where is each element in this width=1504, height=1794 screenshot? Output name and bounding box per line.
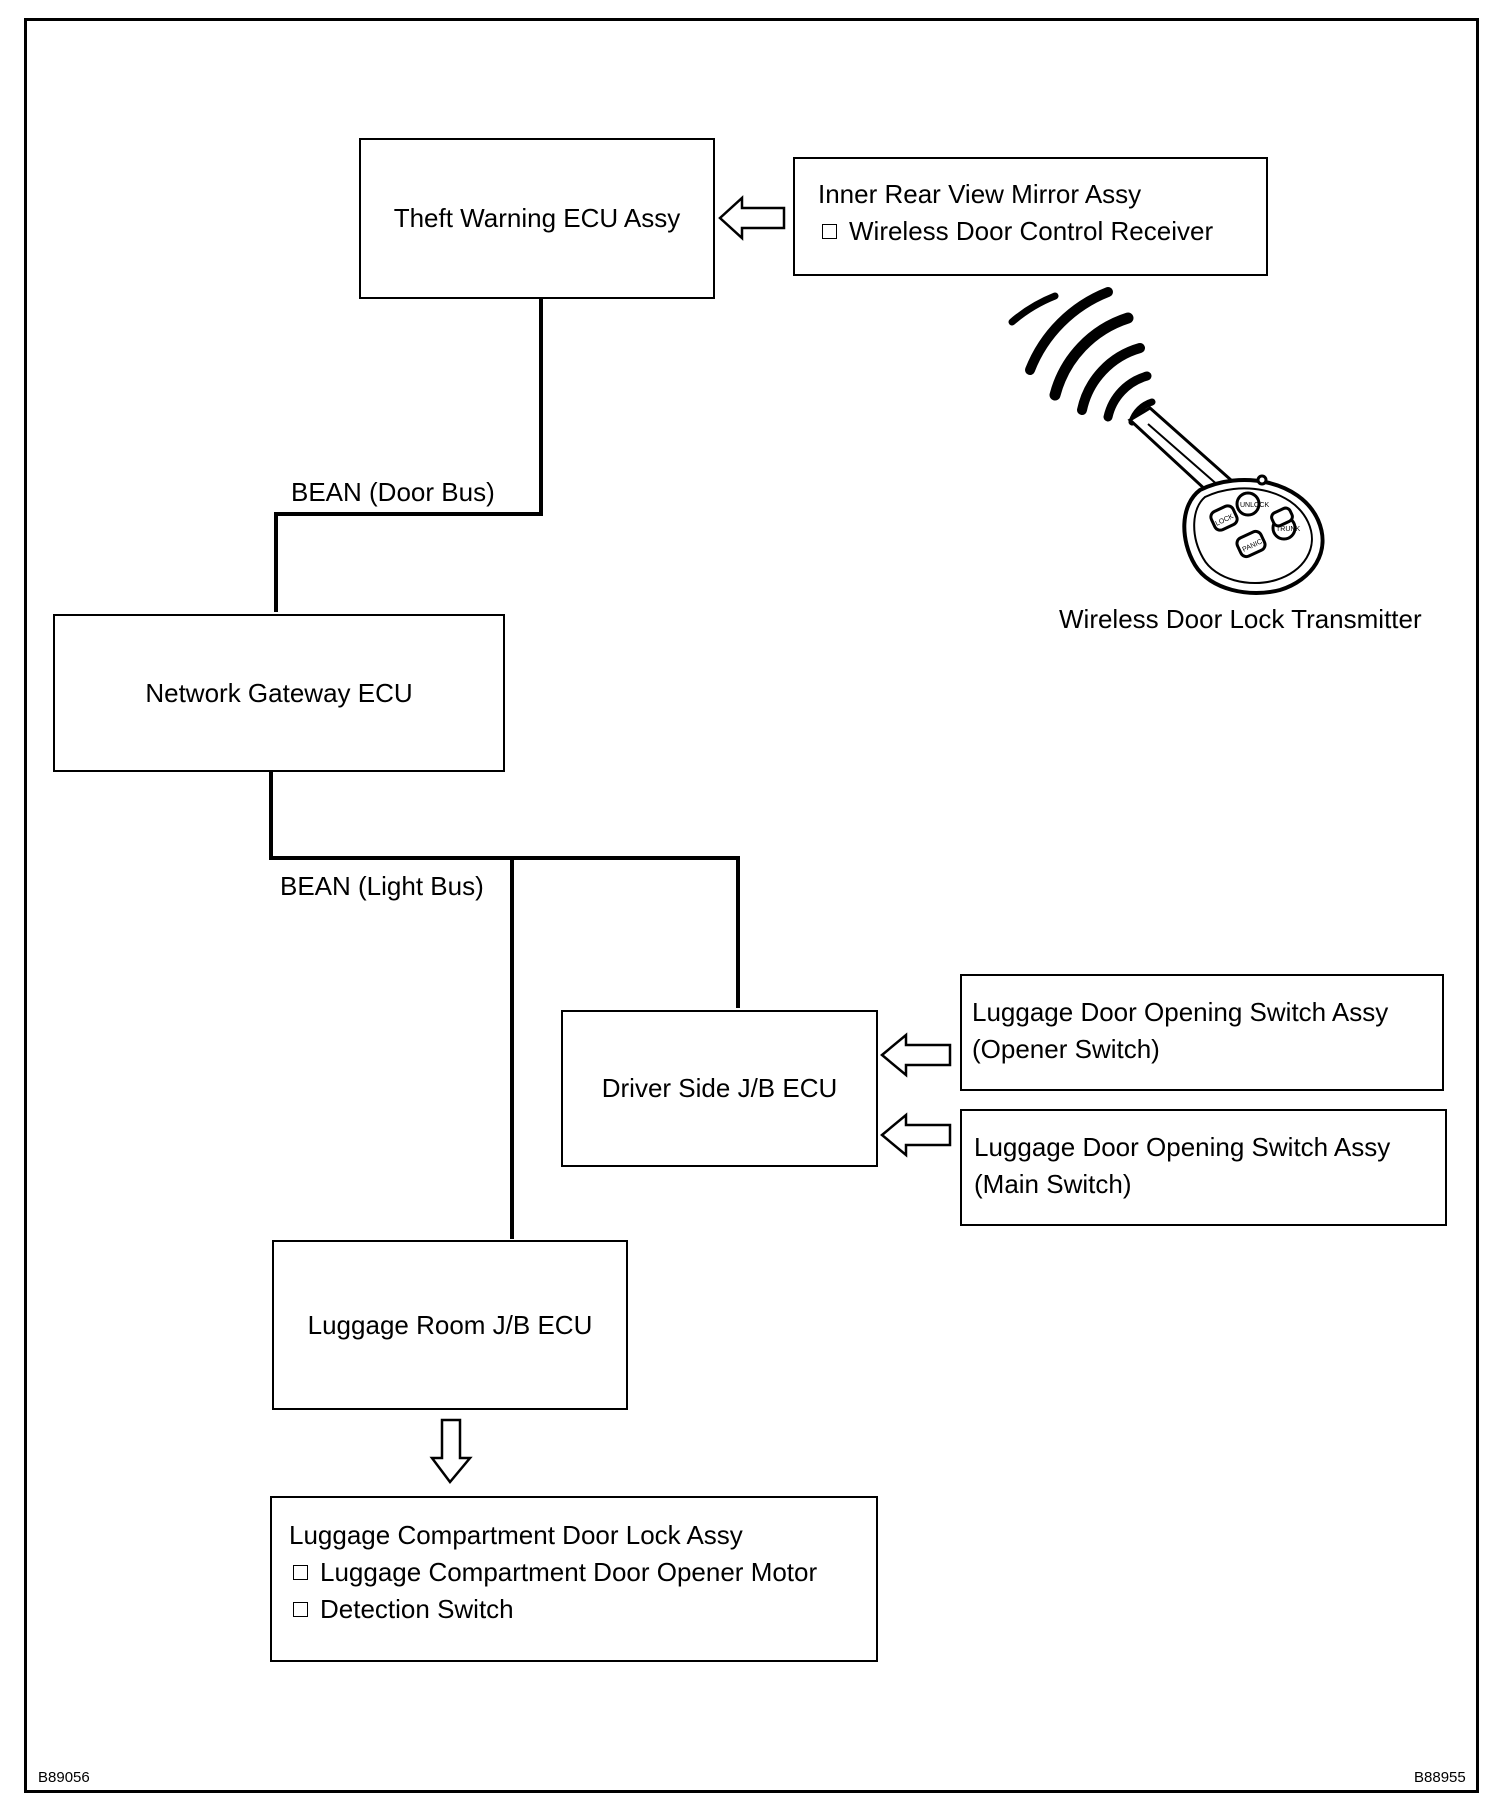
inner-mirror-item: Wireless Door Control Receiver xyxy=(818,213,1266,250)
transmitter-label: Wireless Door Lock Transmitter xyxy=(1059,604,1422,634)
figure-code-right: B88955 xyxy=(1414,1769,1466,1786)
arrow-opener-switch-to-jb-ecu xyxy=(880,1032,952,1078)
luggage-room-jb-ecu-box: Luggage Room J/B ECU xyxy=(272,1240,628,1410)
key-fob-icon xyxy=(1127,406,1325,595)
arrow-main-switch-to-jb-ecu xyxy=(880,1112,952,1158)
light-bus-label: BEAN (Light Bus) xyxy=(280,871,484,901)
theft-warning-ecu-box: Theft Warning ECU Assy xyxy=(359,138,715,299)
door-bus-wire xyxy=(274,296,543,612)
diagram-frame xyxy=(24,18,1479,1793)
network-gateway-ecu-label: Network Gateway ECU xyxy=(145,677,413,708)
opener-switch-line2: (Opener Switch) xyxy=(972,1034,1160,1064)
door-lock-assy-item: Luggage Compartment Door Opener Motor xyxy=(289,1554,876,1591)
wireless-waves-icon xyxy=(1008,287,1156,426)
checkbox-bullet-icon xyxy=(293,1565,308,1580)
opener-switch-box: Luggage Door Opening Switch Assy (Opener… xyxy=(960,974,1444,1091)
door-lock-assy-title: Luggage Compartment Door Lock Assy xyxy=(289,1520,743,1550)
door-bus-label: BEAN (Door Bus) xyxy=(291,477,495,507)
door-lock-assy-item: Detection Switch xyxy=(289,1591,876,1628)
main-switch-box: Luggage Door Opening Switch Assy (Main S… xyxy=(960,1109,1447,1226)
inner-mirror-item-label: Wireless Door Control Receiver xyxy=(849,216,1214,246)
driver-side-jb-ecu-box: Driver Side J/B ECU xyxy=(561,1010,878,1167)
network-gateway-ecu-box: Network Gateway ECU xyxy=(53,614,505,772)
door-lock-assy-item-label: Luggage Compartment Door Opener Motor xyxy=(320,1557,818,1587)
main-switch-line1: Luggage Door Opening Switch Assy xyxy=(974,1132,1391,1162)
door-lock-assy-item-label: Detection Switch xyxy=(320,1594,514,1624)
arrow-luggage-ecu-to-door-lock xyxy=(429,1418,473,1485)
driver-side-jb-ecu-label: Driver Side J/B ECU xyxy=(601,1073,838,1103)
theft-warning-ecu-label: Theft Warning ECU Assy xyxy=(393,203,681,233)
arrow-receiver-to-theft-ecu xyxy=(718,195,786,241)
door-lock-assy-box: Luggage Compartment Door Lock Assy Lugga… xyxy=(270,1496,878,1662)
main-switch-line2: (Main Switch) xyxy=(974,1169,1132,1199)
figure-code-left: B89056 xyxy=(38,1769,90,1786)
opener-switch-line1: Luggage Door Opening Switch Assy xyxy=(972,997,1389,1027)
checkbox-bullet-icon xyxy=(293,1602,308,1617)
light-bus-wire-main xyxy=(269,770,740,1008)
inner-mirror-box: Inner Rear View Mirror Assy Wireless Doo… xyxy=(793,157,1268,276)
luggage-room-jb-ecu-label: Luggage Room J/B ECU xyxy=(307,1309,593,1340)
fob-button-trunk-label: TRUNK xyxy=(1276,526,1300,533)
checkbox-bullet-icon xyxy=(822,224,837,239)
inner-mirror-title: Inner Rear View Mirror Assy xyxy=(818,179,1142,209)
fob-button-unlock-label: UNLOCK xyxy=(1240,502,1270,509)
